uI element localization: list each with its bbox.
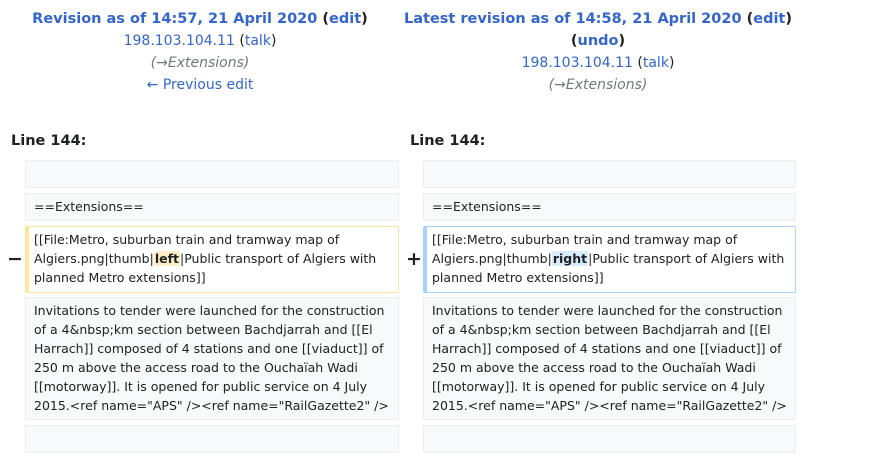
new-user-link[interactable]: 198.103.104.11 <box>521 55 633 71</box>
new-context-paragraph: Invitations to tender were launched for … <box>423 297 796 420</box>
undo-link[interactable]: undo <box>577 33 619 49</box>
new-revision-title: Latest revision as of 14:58, 21 April 20… <box>398 8 798 30</box>
undo-line: (undo) <box>398 30 798 52</box>
new-edit-link[interactable]: edit <box>753 11 786 27</box>
paren: ) <box>270 33 277 49</box>
old-edit-summary[interactable]: (→Extensions) <box>150 55 250 71</box>
old-user-line: 198.103.104.11 (talk) <box>0 30 400 52</box>
previous-edit-link[interactable]: ← Previous edit <box>146 77 254 93</box>
paren: ( <box>322 11 330 27</box>
new-talk-link[interactable]: talk <box>642 55 669 71</box>
new-context-heading: ==Extensions== <box>423 193 796 221</box>
paren: ( <box>570 33 578 49</box>
old-context-paragraph: Invitations to tender were launched for … <box>25 297 399 420</box>
new-revision-link[interactable]: Latest revision as of 14:58, 21 April 20… <box>403 11 742 27</box>
new-context-empty-top <box>423 160 796 188</box>
paren: ( <box>239 33 245 49</box>
paren: ( <box>746 11 754 27</box>
old-revision-link[interactable]: Revision as of 14:57, 21 April 2020 <box>32 11 318 27</box>
old-context-empty-bottom <box>25 425 399 453</box>
old-revision-title: Revision as of 14:57, 21 April 2020 (edi… <box>0 8 400 30</box>
paren: ( <box>637 55 643 71</box>
new-edit-summary[interactable]: (→Extensions) <box>548 77 648 93</box>
paren: ) <box>668 55 675 71</box>
plus-marker: + <box>406 248 422 270</box>
previous-edit-line: ← Previous edit <box>0 74 400 96</box>
added-text-before: [[File:Metro, suburban train and tramway… <box>432 232 738 266</box>
old-context-empty-top <box>25 160 399 188</box>
deleted-word: left <box>153 251 181 266</box>
paren: ) <box>785 11 793 27</box>
new-line-label: Line 144: <box>410 133 486 149</box>
old-edit-link[interactable]: edit <box>329 11 362 27</box>
old-user-link[interactable]: 198.103.104.11 <box>123 33 235 49</box>
old-talk-link[interactable]: talk <box>244 33 271 49</box>
old-context-heading: ==Extensions== <box>25 193 399 221</box>
added-text-after: |Public transport of Algiers with planne… <box>432 251 785 285</box>
deleted-line: [[File:Metro, suburban train and tramway… <box>25 226 399 293</box>
deleted-text-after: |Public transport of Algiers with planne… <box>34 251 377 285</box>
old-revision-column: Revision as of 14:57, 21 April 2020 (edi… <box>0 8 400 96</box>
deleted-text-before: [[File:Metro, suburban train and tramway… <box>34 232 340 266</box>
old-line-label: Line 144: <box>11 133 87 149</box>
added-word: right <box>551 251 589 266</box>
paren: ) <box>618 33 626 49</box>
new-context-empty-bottom <box>423 425 796 453</box>
new-user-line: 198.103.104.11 (talk) <box>398 52 798 74</box>
minus-marker: − <box>7 248 23 270</box>
new-revision-column: Latest revision as of 14:58, 21 April 20… <box>398 8 798 96</box>
added-line: [[File:Metro, suburban train and tramway… <box>423 226 796 293</box>
paren: ) <box>361 11 368 27</box>
